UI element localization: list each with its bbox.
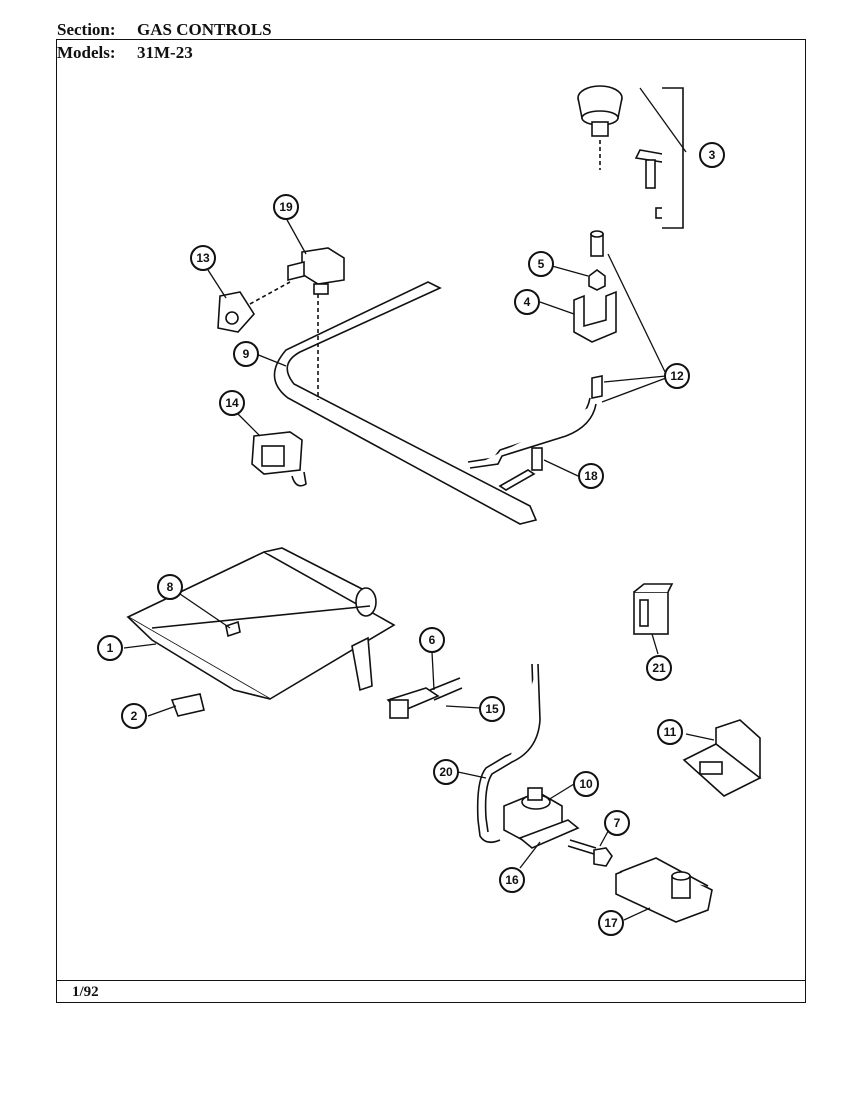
callout-12: 12 [664, 363, 690, 389]
callout-7: 7 [604, 810, 630, 836]
callout-2: 2 [121, 703, 147, 729]
callout-1: 1 [97, 635, 123, 661]
callout-16: 16 [499, 867, 525, 893]
callout-10-label: 10 [579, 777, 593, 791]
models-label: Models: [57, 43, 116, 62]
callout-1-label: 1 [107, 641, 114, 655]
callout-16-label: 16 [505, 873, 519, 887]
models-header: Models: 31M-23 [57, 44, 193, 62]
callout-14-label: 14 [225, 396, 239, 410]
part-8-screw [225, 620, 241, 638]
section-title: GAS CONTROLS [137, 20, 272, 39]
callout-20-label: 20 [439, 765, 453, 779]
part-11-bracket [682, 719, 762, 797]
callout-8: 8 [157, 574, 183, 600]
callout-5-label: 5 [538, 257, 545, 271]
callout-15-label: 15 [485, 702, 499, 716]
callout-21: 21 [646, 655, 672, 681]
callout-17-label: 17 [604, 916, 618, 930]
part-7-fitting [567, 839, 613, 867]
part-21-relay [633, 583, 674, 635]
callout-10: 10 [573, 771, 599, 797]
callout-9-label: 9 [243, 347, 250, 361]
part-18-pipe [498, 447, 543, 491]
part-3-valve-knob [577, 85, 684, 229]
section-header: Section: GAS CONTROLS [57, 21, 272, 39]
callout-13-label: 13 [196, 251, 210, 265]
part-17-valve [615, 857, 713, 923]
footer-divider [56, 980, 806, 981]
callout-17: 17 [598, 910, 624, 936]
callout-12-label: 12 [670, 369, 684, 383]
callout-4: 4 [514, 289, 540, 315]
part-5-nut [588, 269, 606, 291]
footer-date: 1/92 [72, 984, 99, 1000]
part-1-burner-box [126, 547, 396, 700]
callout-15: 15 [479, 696, 505, 722]
callout-3: 3 [699, 142, 725, 168]
part-13-bracket [217, 281, 291, 333]
callout-5: 5 [528, 251, 554, 277]
callout-14: 14 [219, 390, 245, 416]
callout-13: 13 [190, 245, 216, 271]
callout-19: 19 [273, 194, 299, 220]
callout-3-label: 3 [709, 148, 716, 162]
callout-21-label: 21 [652, 661, 666, 675]
part-12-fitting [467, 375, 603, 469]
part-14-plug [251, 431, 307, 487]
callout-6: 6 [419, 627, 445, 653]
models-value: 31M-23 [137, 43, 193, 62]
section-label: Section: [57, 20, 116, 39]
callout-7-label: 7 [614, 816, 621, 830]
leader-lines [123, 87, 715, 921]
part-4-bracket [573, 290, 617, 343]
callout-2-label: 2 [131, 709, 138, 723]
callout-19-label: 19 [279, 200, 293, 214]
part-19-switch [287, 247, 345, 295]
callout-20: 20 [433, 759, 459, 785]
callout-4-label: 4 [524, 295, 531, 309]
part-9-manifold [273, 281, 538, 525]
callout-18-label: 18 [584, 469, 598, 483]
callout-18: 18 [578, 463, 604, 489]
callout-6-label: 6 [429, 633, 436, 647]
part-16-bracket [518, 819, 580, 849]
part-20-tube [476, 663, 541, 844]
callout-9: 9 [233, 341, 259, 367]
callout-11: 11 [657, 719, 683, 745]
callout-8-label: 8 [167, 580, 174, 594]
part-2-bracket [170, 693, 205, 717]
callout-11-label: 11 [664, 725, 677, 739]
diagram-frame [56, 39, 806, 1003]
part-6-igniter [386, 677, 463, 719]
part-12-orifice [590, 230, 604, 257]
